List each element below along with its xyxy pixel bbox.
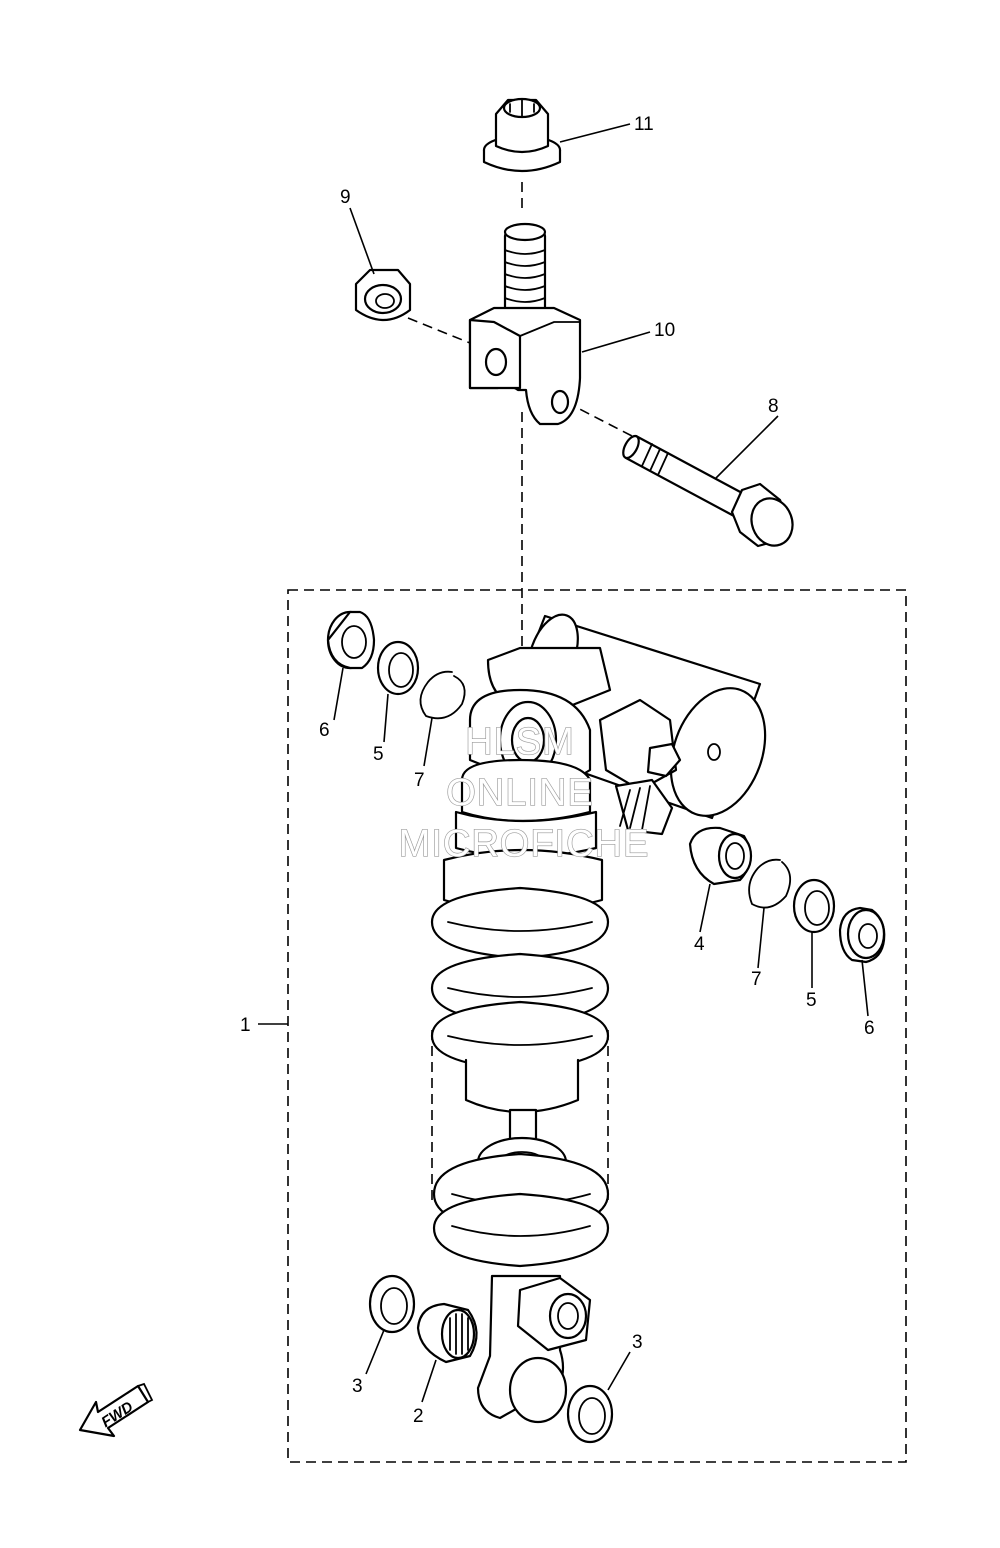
bearing-part-4[interactable] xyxy=(688,826,753,886)
callout-6-left: 6 xyxy=(319,720,330,741)
watermark-line-1: HLSM xyxy=(465,721,575,763)
circlip-part-7-right[interactable] xyxy=(748,858,792,909)
thrust-cover-part-6-left[interactable] xyxy=(326,610,376,670)
axis-10-to-8 xyxy=(565,401,633,437)
reservoir[interactable] xyxy=(486,608,782,836)
callout-6-right: 6 xyxy=(864,1018,875,1039)
callout-8: 8 xyxy=(768,396,779,417)
callout-5-left: 5 xyxy=(373,744,384,765)
oil-seal-part-5-right[interactable] xyxy=(792,878,836,934)
shock-spring[interactable] xyxy=(430,848,610,1268)
circlip-part-7-left[interactable] xyxy=(419,670,466,720)
bracket-part-10[interactable] xyxy=(468,222,582,426)
shock-lower-clevis[interactable] xyxy=(476,1274,592,1424)
watermark-line-2: ONLINE xyxy=(446,772,593,814)
flange-nut-part-11[interactable] xyxy=(482,97,562,173)
callout-7-left: 7 xyxy=(414,770,425,791)
callout-4: 4 xyxy=(694,934,705,955)
axis-9-to-10 xyxy=(407,317,471,344)
watermark-line-3: MICROFICHE xyxy=(399,823,650,865)
callout-3-left: 3 xyxy=(352,1376,363,1397)
callout-1: 1 xyxy=(240,1015,251,1036)
assembly-boundary xyxy=(287,589,907,1463)
callouts: 11 9 10 8 6 5 7 4 7 5 6 1 3 2 3 xyxy=(240,114,875,1427)
callout-3-right: 3 xyxy=(632,1332,643,1353)
thrust-cover-part-6-right[interactable] xyxy=(838,906,886,964)
callout-10: 10 xyxy=(654,320,675,341)
callout-9: 9 xyxy=(340,187,351,208)
callout-7-right: 7 xyxy=(751,969,762,990)
watermark: HLSM ONLINE MICROFICHE xyxy=(398,720,650,865)
oil-seal-part-3-right[interactable] xyxy=(566,1384,614,1444)
needle-bearing-part-2[interactable] xyxy=(416,1302,478,1364)
callout-11: 11 xyxy=(634,114,654,135)
callout-5-right: 5 xyxy=(806,990,817,1011)
fwd-arrow-icon: FWD xyxy=(78,1382,154,1438)
bolt-part-8[interactable] xyxy=(620,434,799,552)
leader-lines xyxy=(258,123,869,1403)
callout-2: 2 xyxy=(413,1406,424,1427)
oil-seal-part-5-left[interactable] xyxy=(376,640,420,696)
shock-upper-eye[interactable] xyxy=(454,688,598,859)
oil-seal-part-3-left[interactable] xyxy=(368,1274,416,1334)
nut-part-9[interactable] xyxy=(354,268,412,322)
